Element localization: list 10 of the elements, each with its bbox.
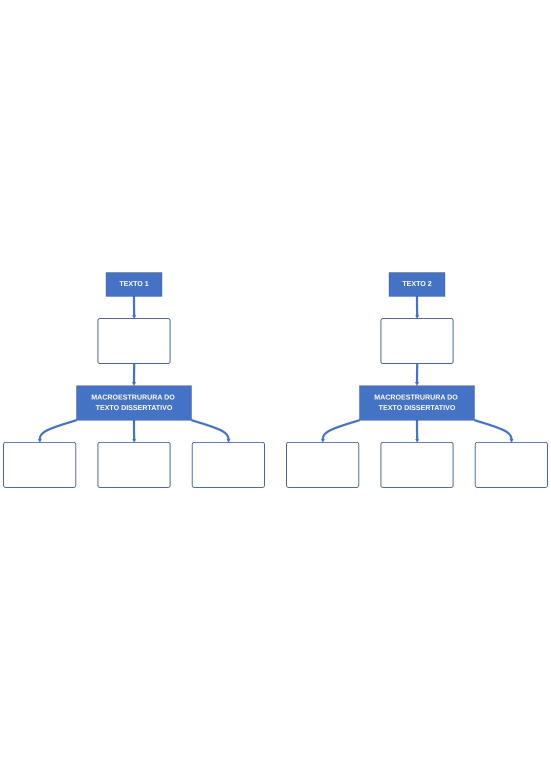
arrow (415, 296, 420, 319)
arrow (415, 420, 420, 443)
arrow (474, 419, 514, 443)
arrow (132, 420, 136, 443)
arrow (132, 296, 136, 319)
arrow (38, 419, 77, 443)
arrow (415, 364, 419, 386)
arrow (320, 419, 360, 443)
arrow (132, 364, 136, 386)
arrow (191, 419, 230, 443)
